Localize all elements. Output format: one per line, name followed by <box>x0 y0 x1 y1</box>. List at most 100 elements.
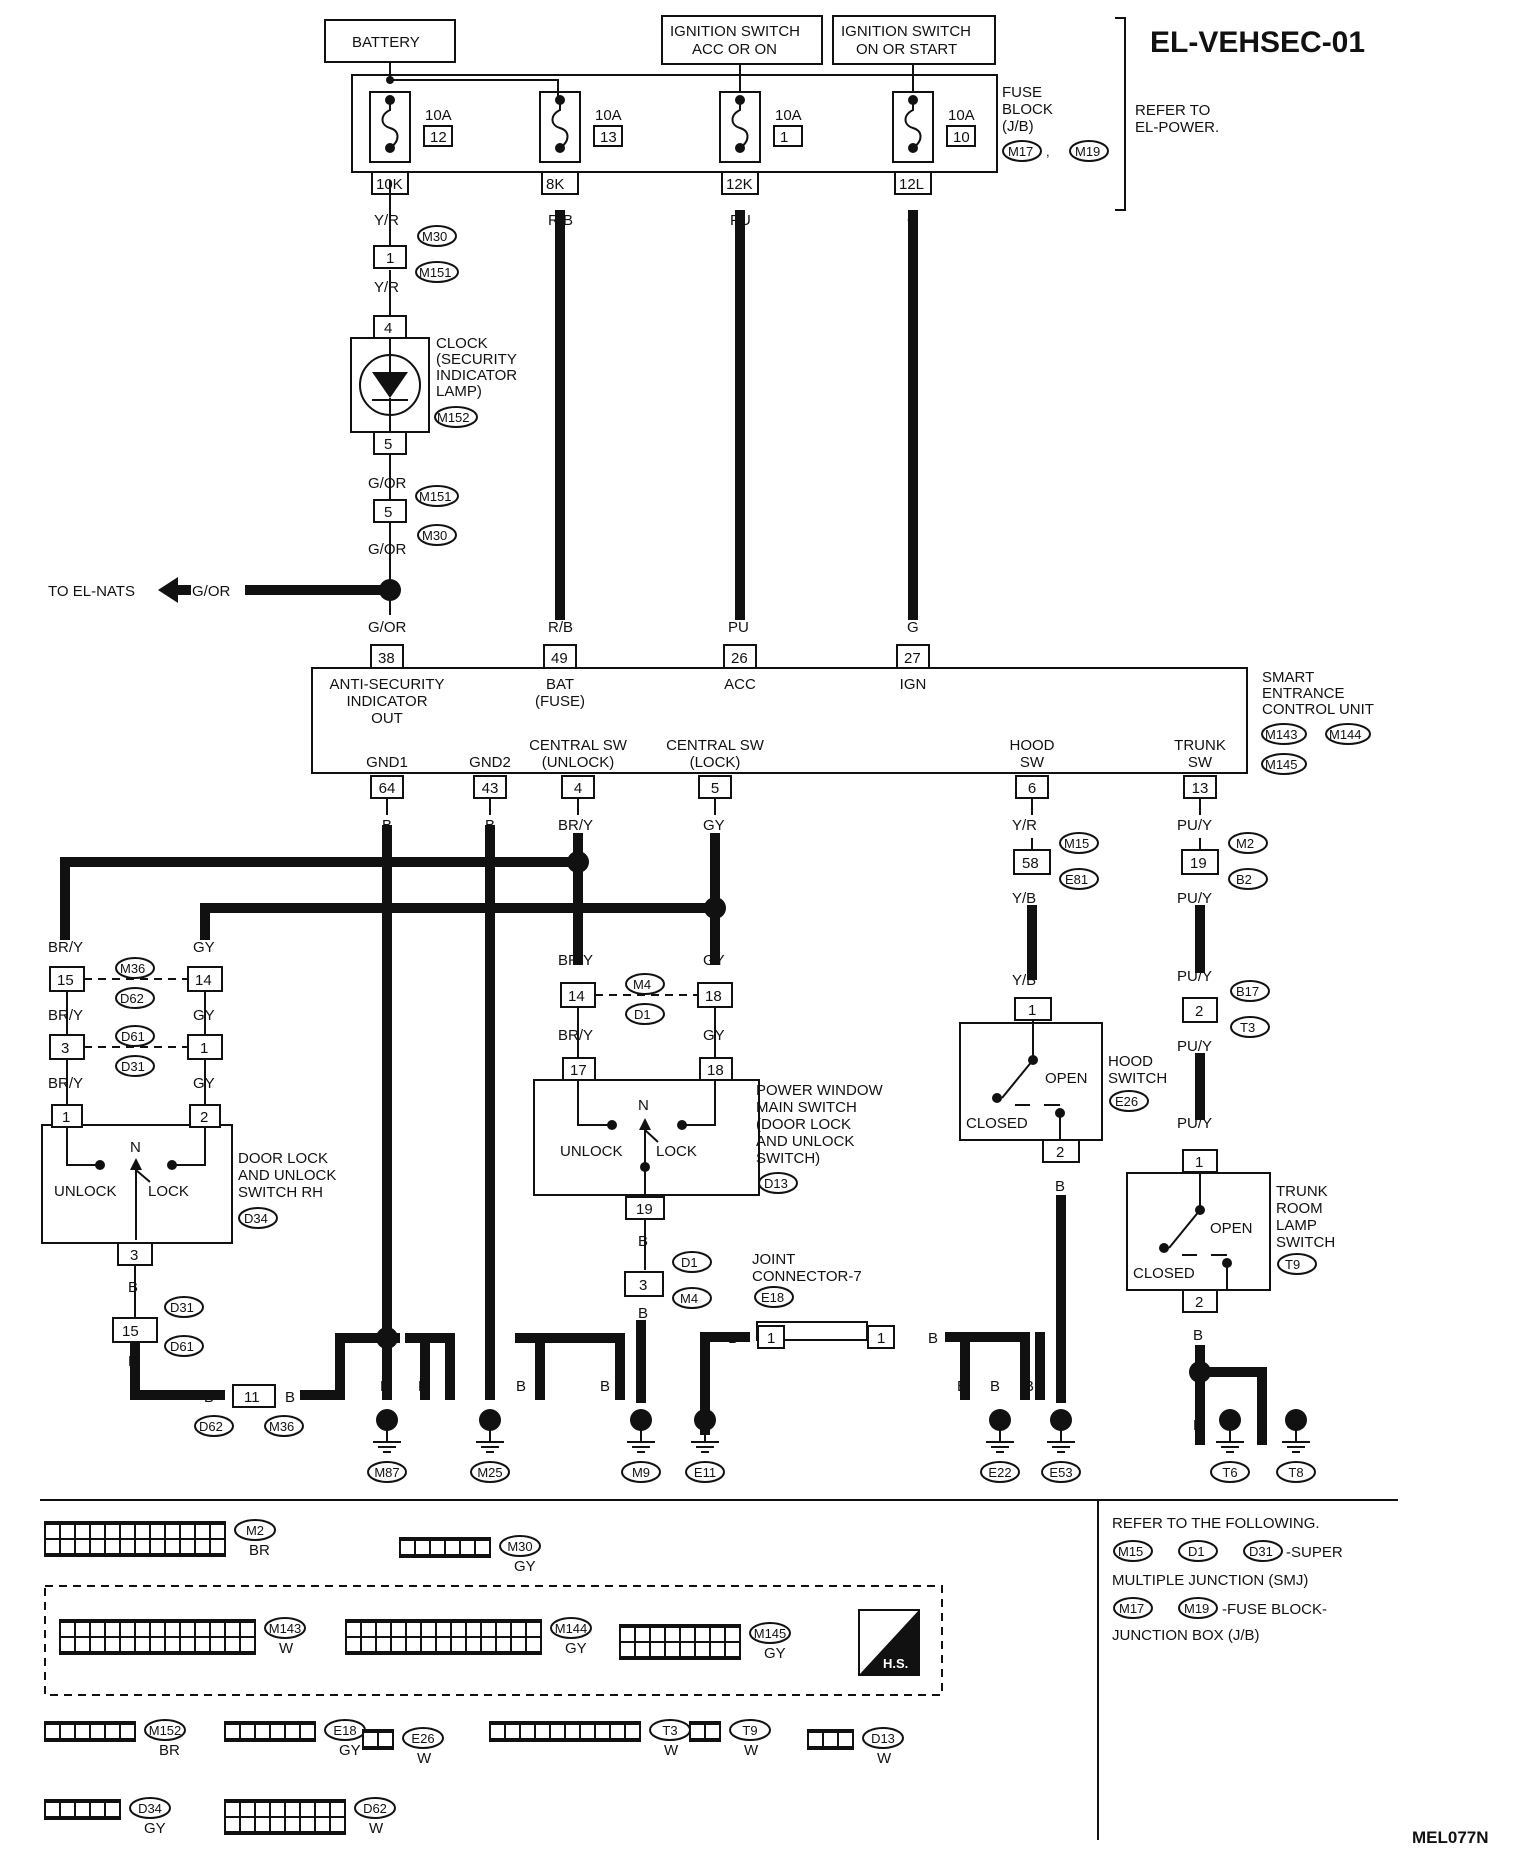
svg-text:M25: M25 <box>477 1465 502 1480</box>
svg-text:B: B <box>516 1378 526 1395</box>
hood-connector: E26 <box>1115 1094 1138 1109</box>
trunk-room-lamp-switch <box>1126 1172 1271 1291</box>
battery-box <box>324 19 456 63</box>
svg-text:PU/Y: PU/Y <box>1177 1038 1212 1055</box>
ecu-pin-label: ANTI-SECURITY <box>329 676 444 693</box>
svg-text:64: 64 <box>379 780 396 797</box>
svg-text:3: 3 <box>61 1040 69 1057</box>
dl-jc1-top: M36 <box>120 961 145 976</box>
svg-text:W: W <box>369 1820 384 1837</box>
ground-e53: E53 <box>1041 1409 1081 1483</box>
svg-text:M152: M152 <box>149 1723 182 1738</box>
battery-bus <box>390 79 559 98</box>
fuse-amp-13: 10A <box>595 107 622 124</box>
trunk-connector: T9 <box>1285 1257 1300 1272</box>
joint-label-2: CONNECTOR-7 <box>752 1268 862 1285</box>
door-lock-label-2: AND UNLOCK <box>238 1167 336 1184</box>
legend-t9: T9W <box>689 1719 771 1759</box>
fuse-block-label-2: BLOCK <box>1002 101 1053 118</box>
svg-text:D34: D34 <box>138 1801 162 1816</box>
ground-t8: T8 <box>1276 1409 1316 1483</box>
clock-connector: M152 <box>437 410 470 425</box>
fuse-conn-m19-oval <box>1069 140 1109 162</box>
ignition-acc-box <box>661 15 823 65</box>
svg-text:GY: GY <box>144 1820 166 1837</box>
refer-line-3: MULTIPLE JUNCTION (SMJ) <box>1112 1572 1308 1589</box>
svg-text:T6: T6 <box>1222 1465 1237 1480</box>
svg-text:B: B <box>638 1305 648 1322</box>
svg-text:GY: GY <box>193 1007 215 1024</box>
wire-door-lock-ground <box>130 1343 225 1400</box>
svg-text:M9: M9 <box>632 1465 650 1480</box>
clock-label-3: INDICATOR <box>436 367 517 384</box>
ecu-pin-label: ACC <box>724 676 756 693</box>
svg-text:1: 1 <box>1195 1154 1203 1171</box>
wire-pu-bottom: PU <box>728 619 749 636</box>
svg-text:GY: GY <box>703 952 725 969</box>
svg-text:14: 14 <box>568 988 585 1005</box>
svg-text:2: 2 <box>1195 1294 1203 1311</box>
svg-text:5: 5 <box>711 780 719 797</box>
svg-text:3: 3 <box>639 1277 647 1294</box>
to-el-nats: TO EL-NATS <box>48 583 135 600</box>
svg-text:M19: M19 <box>1184 1601 1209 1616</box>
svg-text:B: B <box>445 1378 455 1395</box>
svg-text:43: 43 <box>482 780 499 797</box>
svg-text:38: 38 <box>378 650 395 667</box>
ecu-pin-label: CENTRAL SW <box>666 737 765 754</box>
svg-text:B: B <box>635 1378 645 1395</box>
svg-text:CLOSED: CLOSED <box>1133 1265 1195 1282</box>
svg-text:GY: GY <box>764 1645 786 1662</box>
ecu-name-3: CONTROL UNIT <box>1262 701 1374 718</box>
svg-text:B: B <box>600 1378 610 1395</box>
svg-text:T3: T3 <box>662 1723 677 1738</box>
fuse-num-13: 13 <box>600 129 617 146</box>
svg-text:17: 17 <box>570 1062 587 1079</box>
wire-gor-nats: G/OR <box>192 583 231 600</box>
ground-m9: M9 <box>621 1409 661 1483</box>
ground-e22: E22 <box>980 1409 1020 1483</box>
ecu-pin-label: BAT <box>546 676 574 693</box>
door-lock-label-1: DOOR LOCK <box>238 1150 328 1167</box>
pw-connector: D13 <box>764 1176 788 1191</box>
ecu-pin-label: (FUSE) <box>535 693 585 710</box>
svg-text:M17: M17 <box>1119 1601 1144 1616</box>
power-window-main-switch <box>533 1079 760 1196</box>
ecu-conn-m144: M144 <box>1329 727 1362 742</box>
ecu-pin-label: GND1 <box>366 754 408 771</box>
svg-text:GY: GY <box>565 1640 587 1657</box>
diagram-id: EL-VEHSEC-01 <box>1150 26 1365 59</box>
svg-text:BR/Y: BR/Y <box>48 1007 83 1024</box>
svg-text:M15: M15 <box>1118 1544 1143 1559</box>
trunk-label-3: LAMP <box>1276 1217 1317 1234</box>
ecu-pin-label: GND2 <box>469 754 511 771</box>
ecu-pin-label: SW <box>1020 754 1045 771</box>
svg-text:LOCK: LOCK <box>656 1143 697 1160</box>
ecu-conn-m143: M143 <box>1265 727 1298 742</box>
pw-label-3: (DOOR LOCK <box>756 1116 851 1133</box>
wire-g-bottom: G <box>907 619 919 636</box>
svg-text:PU/Y: PU/Y <box>1177 890 1212 907</box>
svg-text:GY: GY <box>703 817 725 834</box>
fuse-block <box>351 74 998 173</box>
svg-text:1: 1 <box>1028 1002 1036 1019</box>
svg-text:Y/B: Y/B <box>1012 890 1036 907</box>
svg-text:W: W <box>664 1742 679 1759</box>
svg-text:15: 15 <box>122 1323 139 1340</box>
ignition-acc-label-2: ACC OR ON <box>692 41 777 58</box>
svg-text:M145: M145 <box>754 1626 787 1641</box>
fuse-num-1: 1 <box>780 129 788 146</box>
svg-text:1: 1 <box>200 1040 208 1057</box>
svg-text:2: 2 <box>1056 1144 1064 1161</box>
svg-text:B: B <box>1256 1417 1266 1434</box>
svg-text:1: 1 <box>62 1109 70 1126</box>
refer-line-1: REFER TO THE FOLLOWING. <box>1112 1515 1320 1532</box>
svg-text:UNLOCK: UNLOCK <box>54 1183 117 1200</box>
svg-text:18: 18 <box>707 1062 724 1079</box>
svg-text:BR/Y: BR/Y <box>48 939 83 956</box>
ecu-pin-label: (UNLOCK) <box>542 754 615 771</box>
wire-gor-1: G/OR <box>368 475 407 492</box>
